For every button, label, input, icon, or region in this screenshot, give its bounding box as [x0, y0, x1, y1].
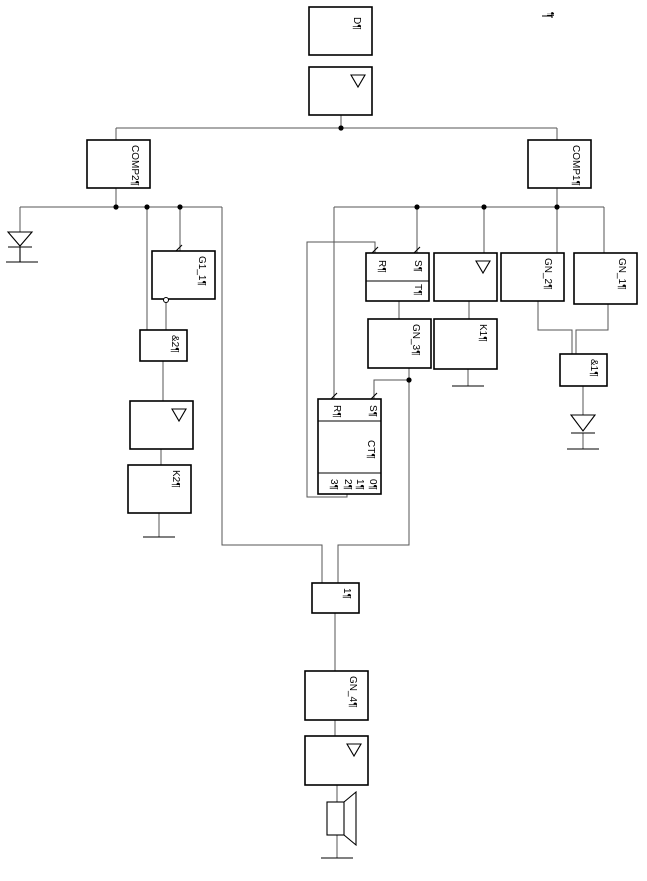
block-or: 1¶ [311, 582, 360, 614]
amplifier-top [308, 66, 373, 116]
block-d-label: D¶ [351, 17, 362, 30]
block-rs-flipflop: R¶ S¶ T¶ [365, 246, 430, 302]
block-k1-label: K1¶ [477, 324, 488, 342]
block-k2: K2¶ [127, 464, 192, 514]
ct-out-0: 0¶ [367, 479, 378, 490]
buffer-triangle-icon [350, 74, 366, 89]
wires [19, 115, 609, 858]
block-or-label: 1¶ [341, 588, 352, 599]
ct-s-label: S¶ [367, 405, 378, 417]
junction-dots [113, 125, 560, 383]
block-gn-3-label: GN_3¶ [410, 324, 421, 356]
led-right-icon [567, 414, 599, 450]
buffer-triangle-icon [171, 408, 187, 423]
block-gn-3: GN_3¶ [367, 318, 432, 369]
block-gn-2-label: GN_2¶ [542, 258, 553, 290]
ff-s-label: S¶ [412, 260, 423, 272]
ff-r-label: R¶ [376, 260, 387, 273]
ct-out-2: 2¶ [342, 479, 353, 490]
amplifier-left [129, 400, 194, 450]
block-k2-label: K2¶ [170, 470, 181, 488]
block-gn-4: GN_4¶ [304, 670, 369, 721]
block-gn-2: GN_2¶ [500, 252, 565, 302]
amplifier-mid [433, 252, 498, 302]
speaker-icon [321, 790, 357, 859]
corner-mark: ¶ [542, 12, 555, 18]
block-g1-1: G1_1¶ [151, 244, 216, 303]
buffer-triangle-icon [346, 743, 362, 758]
ff-t-label: T¶ [412, 284, 423, 295]
corner-mark-label: ¶ [546, 12, 555, 16]
ct-label: CT¶ [365, 440, 376, 459]
buffer-triangle-icon [475, 260, 491, 275]
block-and1: &1¶ [559, 353, 608, 387]
block-and1-label: &1¶ [588, 359, 599, 377]
ct-r-label: R¶ [331, 405, 342, 418]
block-gn-4-label: GN_4¶ [347, 676, 358, 708]
block-comp1: COMP1¶ [527, 139, 592, 189]
ct-out-1: 1¶ [354, 479, 365, 490]
led-left-icon [6, 231, 38, 263]
block-gn-1-label: GN_1¶ [616, 258, 627, 290]
block-comp1-label: COMP1¶ [570, 145, 581, 186]
ct-out-3: 3¶ [328, 479, 339, 490]
amplifier-bottom [304, 735, 369, 786]
block-and2-label: &2¶ [169, 335, 180, 353]
block-d: D¶ [308, 6, 373, 56]
block-ct-counter: R¶ S¶ CT¶ 0¶ 1¶ 2¶ 3¶ [317, 392, 382, 495]
block-g1-1-label: G1_1¶ [196, 256, 207, 286]
block-comp2: COMP2¶ [86, 139, 151, 189]
block-gn-1: GN_1¶ [573, 252, 638, 305]
block-and2: &2¶ [139, 329, 188, 362]
block-comp2-label: COMP2¶ [129, 145, 140, 186]
block-k1: K1¶ [433, 318, 498, 370]
